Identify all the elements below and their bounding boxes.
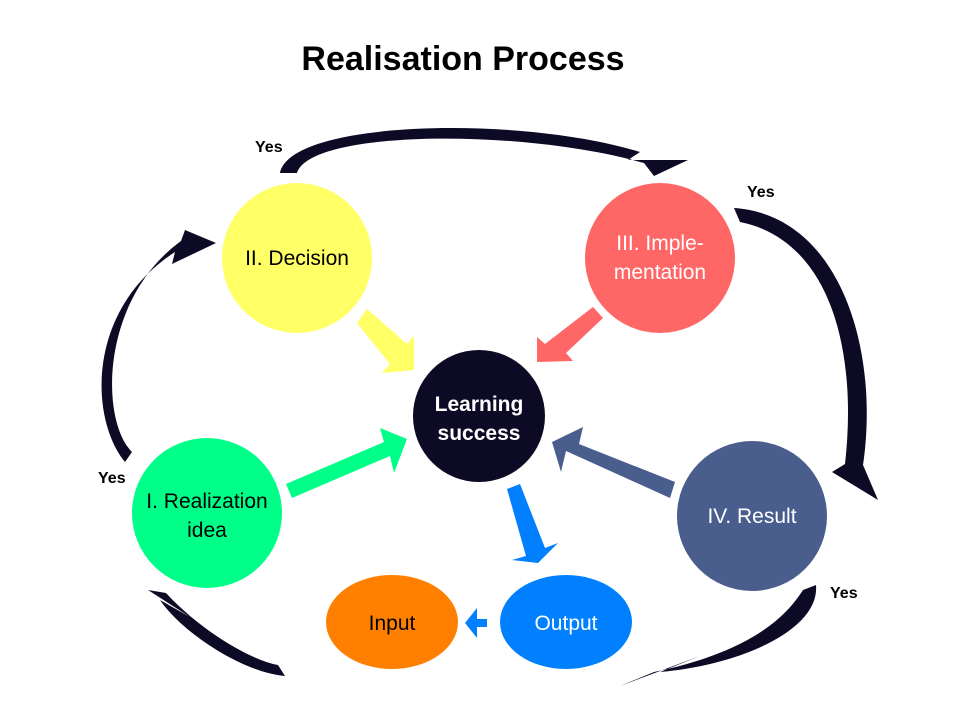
- arrow-output-to-input: [465, 608, 487, 638]
- node-implementation-label-line2: mentation: [614, 261, 706, 284]
- cycle-arrow-input-to-realization: [148, 590, 285, 676]
- cycle-arrow-realization-to-decision: [101, 230, 216, 462]
- center-label-line1: Learning: [435, 393, 524, 416]
- node-implementation-label-line1: III. Imple-: [616, 232, 704, 255]
- node-output[interactable]: Output: [500, 575, 632, 669]
- diagram-title: Realisation Process: [301, 40, 625, 78]
- yes-label-bottom-right: Yes: [830, 585, 858, 602]
- arrow-center-to-output: [507, 484, 558, 563]
- cycle-arrows: [101, 128, 878, 686]
- cycle-arrow-implementation-to-result: [734, 208, 878, 500]
- arrow-decision-to-center: [357, 309, 414, 373]
- node-realization[interactable]: I. Realization idea: [132, 438, 282, 588]
- node-output-label: Output: [534, 612, 597, 635]
- inward-arrows: [286, 307, 675, 638]
- node-result[interactable]: IV. Result: [677, 441, 827, 591]
- cycle-arrow-result-to-output: [620, 585, 817, 686]
- node-realization-label-line1: I. Realization: [146, 490, 267, 513]
- node-decision[interactable]: II. Decision: [222, 183, 372, 333]
- node-input[interactable]: Input: [326, 575, 458, 669]
- yes-label-right: Yes: [747, 184, 775, 201]
- cycle-arrow-decision-to-implementation: [280, 128, 688, 176]
- node-realization-label-line2: idea: [187, 519, 227, 542]
- arrow-realization-to-center: [286, 428, 407, 498]
- node-implementation[interactable]: III. Imple- mentation: [585, 183, 735, 333]
- node-center[interactable]: Learning success: [413, 350, 545, 482]
- node-result-label: IV. Result: [707, 505, 796, 528]
- arrow-result-to-center: [552, 427, 675, 498]
- node-decision-label: II. Decision: [245, 247, 349, 270]
- yes-label-left: Yes: [98, 470, 126, 487]
- arrow-implementation-to-center: [537, 307, 603, 362]
- node-input-label: Input: [369, 612, 416, 635]
- center-label-line2: success: [438, 422, 521, 445]
- yes-label-top: Yes: [255, 139, 283, 156]
